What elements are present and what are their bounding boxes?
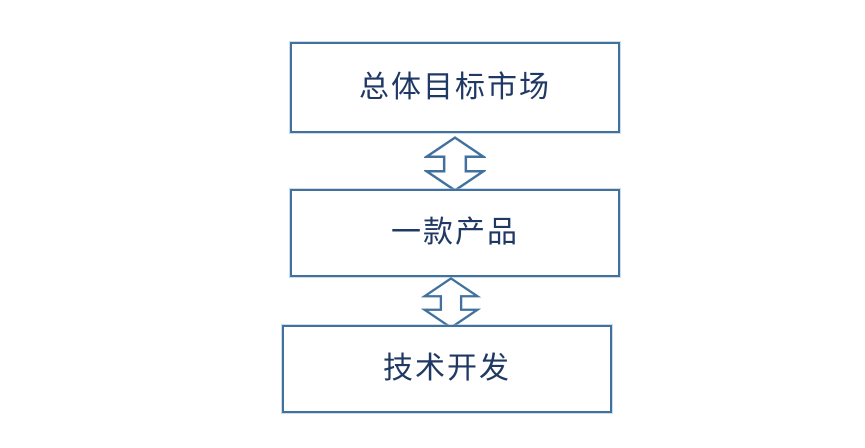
flow-box-label: 一款产品 [391, 216, 519, 249]
double-arrow-vertical-icon [421, 277, 481, 329]
flow-box-a-product: 一款产品 [290, 189, 620, 277]
double-arrow-vertical-icon [424, 136, 486, 192]
flow-box-technology-development: 技术开发 [282, 325, 612, 413]
flow-box-overall-target-market: 总体目标市场 [290, 42, 620, 133]
flow-box-label: 总体目标市场 [359, 70, 551, 104]
flow-box-label: 技术开发 [383, 352, 511, 385]
